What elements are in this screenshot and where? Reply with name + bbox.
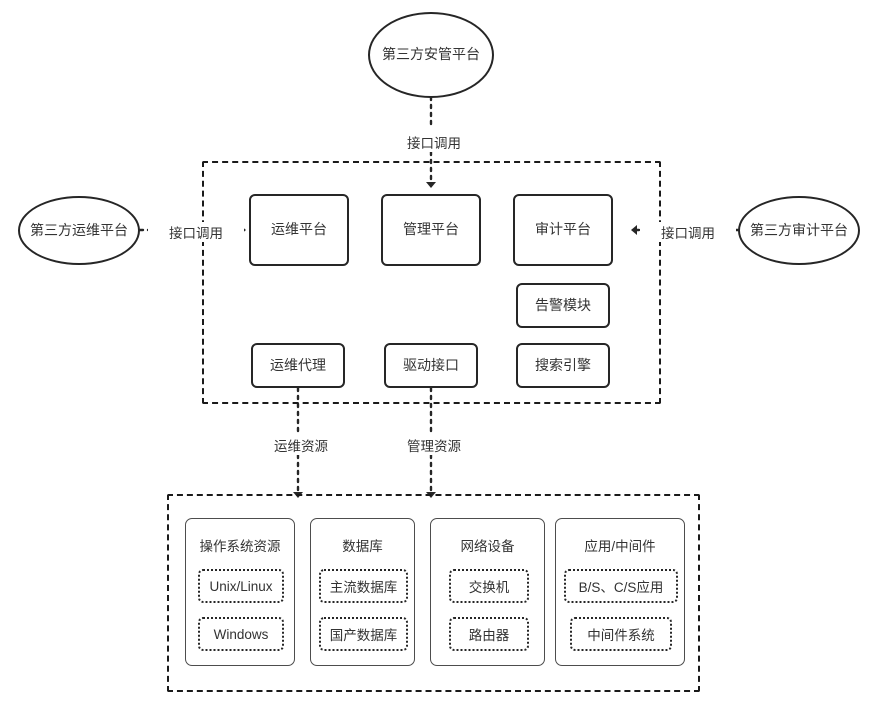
node-third-party-security-platform[interactable]: 第三方安管平台 bbox=[368, 12, 494, 98]
box-alarm-module[interactable]: 告警模块 bbox=[516, 283, 610, 328]
chip-bs-cs-application[interactable]: B/S、C/S应用 bbox=[564, 569, 678, 603]
box-audit-platform[interactable]: 审计平台 bbox=[513, 194, 613, 266]
edge-label-left-interface: 接口调用 bbox=[148, 222, 244, 242]
box-mgmt-platform[interactable]: 管理平台 bbox=[381, 194, 481, 266]
group-title: 应用/中间件 bbox=[584, 539, 656, 554]
chip-label: Windows bbox=[213, 626, 269, 642]
box-search-engine[interactable]: 搜索引擎 bbox=[516, 343, 610, 388]
group-title: 数据库 bbox=[342, 539, 383, 554]
group-title: 操作系统资源 bbox=[199, 539, 281, 554]
box-ops-platform[interactable]: 运维平台 bbox=[249, 194, 349, 266]
resource-region bbox=[167, 494, 700, 692]
chip-middleware-system[interactable]: 中间件系统 bbox=[570, 617, 672, 651]
box-ops-agent[interactable]: 运维代理 bbox=[251, 343, 345, 388]
chip-label: 交换机 bbox=[468, 580, 510, 595]
box-label: 运维平台 bbox=[271, 221, 327, 238]
box-label: 审计平台 bbox=[535, 221, 591, 238]
group-app-middleware[interactable]: 应用/中间件 B/S、C/S应用 中间件系统 bbox=[555, 518, 685, 666]
edge-label-ops-resource: 运维资源 bbox=[253, 435, 349, 455]
node-label: 第三方运维平台 bbox=[30, 221, 128, 238]
chip-unix-linux[interactable]: Unix/Linux bbox=[198, 569, 284, 603]
group-database[interactable]: 数据库 主流数据库 国产数据库 bbox=[310, 518, 415, 666]
node-third-party-audit-platform[interactable]: 第三方审计平台 bbox=[738, 196, 860, 265]
chip-mainstream-database[interactable]: 主流数据库 bbox=[319, 569, 408, 603]
group-title: 网络设备 bbox=[460, 539, 515, 554]
node-label: 第三方安管平台 bbox=[382, 46, 480, 63]
node-third-party-ops-platform[interactable]: 第三方运维平台 bbox=[18, 196, 140, 265]
chip-label: 路由器 bbox=[468, 628, 510, 643]
chip-switch[interactable]: 交换机 bbox=[449, 569, 529, 603]
box-label: 搜索引擎 bbox=[535, 356, 591, 373]
chip-label: Unix/Linux bbox=[209, 578, 273, 594]
chip-label: 国产数据库 bbox=[329, 628, 398, 643]
edge-label-mgmt-resource: 管理资源 bbox=[386, 435, 482, 455]
box-label: 管理平台 bbox=[403, 221, 459, 238]
edge-label-top-interface: 接口调用 bbox=[386, 132, 482, 152]
node-label: 第三方审计平台 bbox=[750, 221, 848, 238]
platform-region bbox=[202, 161, 661, 404]
box-label: 驱动接口 bbox=[403, 356, 459, 373]
box-driver-interface[interactable]: 驱动接口 bbox=[384, 343, 478, 388]
chip-label: 主流数据库 bbox=[329, 580, 398, 595]
edge-label-right-interface: 接口调用 bbox=[640, 222, 736, 242]
chip-router[interactable]: 路由器 bbox=[449, 617, 529, 651]
group-os-resource[interactable]: 操作系统资源 Unix/Linux Windows bbox=[185, 518, 295, 666]
chip-label: 中间件系统 bbox=[587, 628, 655, 643]
chip-windows[interactable]: Windows bbox=[198, 617, 284, 651]
box-label: 运维代理 bbox=[270, 356, 326, 373]
chip-label: B/S、C/S应用 bbox=[578, 580, 664, 595]
group-network-device[interactable]: 网络设备 交换机 路由器 bbox=[430, 518, 545, 666]
chip-domestic-database[interactable]: 国产数据库 bbox=[319, 617, 408, 651]
box-label: 告警模块 bbox=[535, 296, 591, 313]
